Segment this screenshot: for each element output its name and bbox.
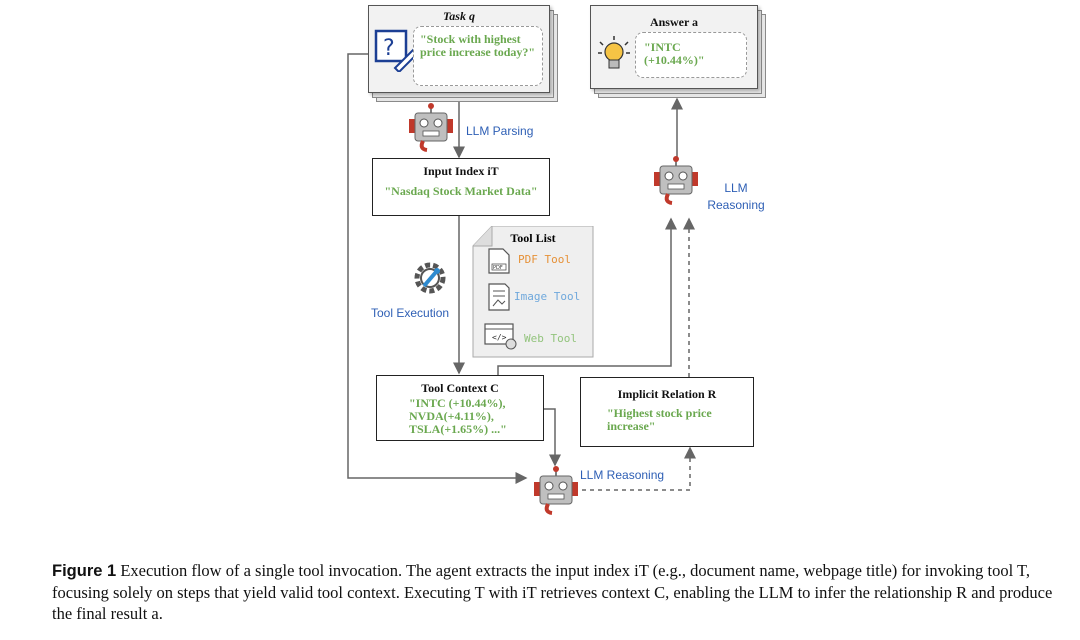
input-index-title: Input Index iT (423, 164, 499, 178)
question-pencil-icon: ? (374, 29, 417, 72)
dashed-robot-to-relation (582, 446, 696, 491)
web-tool-label: Web Tool (524, 332, 577, 345)
lightbulb-icon (598, 36, 630, 69)
llm-reasoning-top-label: LLM Reasoning (707, 181, 765, 212)
robot-icon (534, 466, 578, 515)
task-text: "Stock with highest price increase today… (420, 32, 536, 59)
robot-icon (654, 156, 698, 205)
pdf-tool-label: PDF Tool (518, 253, 571, 266)
task-card: Task q ? "Stock with highest price incre… (368, 5, 550, 93)
svg-text:PDF: PDF (493, 265, 503, 271)
image-file-icon (488, 283, 510, 311)
implicit-relation-box: Implicit Relation R "Highest stock price… (580, 377, 754, 447)
caption-text: Execution flow of a single tool invocati… (52, 561, 1053, 623)
figure-label: Figure 1 (52, 562, 117, 580)
web-browser-icon: </> (484, 323, 517, 350)
answer-card: Answer a "INTC (+10.44%)" (590, 5, 758, 89)
svg-text:?: ? (383, 36, 395, 61)
figure-caption: Figure 1 Execution flow of a single tool… (52, 560, 1062, 624)
svg-text:</>: </> (492, 333, 507, 342)
answer-title: Answer a (649, 15, 699, 29)
tool-execution-label: Tool Execution (371, 306, 450, 320)
arrow-task-to-bottom-robot (347, 53, 528, 484)
tool-list-title: Tool List (510, 231, 556, 245)
gear-icon (414, 262, 446, 294)
tool-context-box: Tool Context C "INTC (+10.44%), NVDA(+4.… (376, 375, 544, 441)
tool-context-title: Tool Context C (421, 381, 499, 395)
input-index-box: Input Index iT "Nasdaq Stock Market Data… (372, 158, 550, 216)
tool-context-text: "INTC (+10.44%), NVDA(+4.11%), TSLA(+1.6… (409, 396, 507, 436)
robot-icon (409, 103, 453, 152)
arrow-context-to-top-robot (497, 217, 677, 376)
pdf-file-icon: PDF (488, 248, 510, 274)
answer-text: "INTC (+10.44%)" (644, 40, 705, 67)
llm-reasoning-bottom-label: LLM Reasoning (580, 468, 665, 482)
implicit-relation-title: Implicit Relation R (617, 387, 717, 401)
image-tool-label: Image Tool (514, 290, 581, 303)
task-title: Task q (443, 9, 475, 23)
llm-parsing-label: LLM Parsing (466, 124, 534, 138)
input-index-text: "Nasdaq Stock Market Data" (384, 184, 538, 198)
implicit-relation-text: "Highest stock price increase" (607, 406, 712, 433)
arrow-context-to-bottom-robot (543, 408, 561, 467)
